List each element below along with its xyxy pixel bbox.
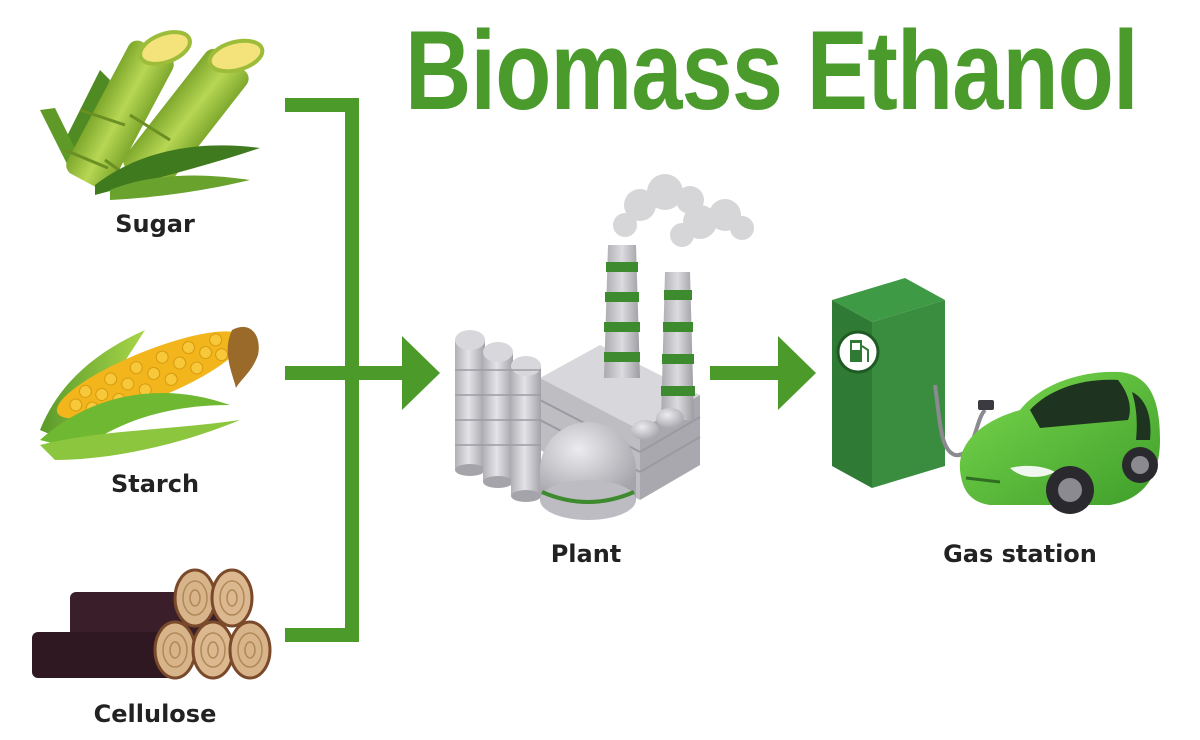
smokestack-right (661, 272, 695, 420)
connector-bus (345, 98, 359, 642)
car-icon (959, 371, 1160, 514)
gas-pump-icon (832, 278, 994, 488)
label-sugar: Sugar (115, 210, 195, 238)
flow-connectors (285, 98, 816, 642)
label-cellulose: Cellulose (93, 700, 217, 728)
diagram-title: Biomass Ethanol (405, 8, 1139, 133)
plant-icon (455, 174, 754, 520)
logs-icon (32, 568, 272, 680)
corn-icon (40, 326, 259, 460)
storage-tanks (455, 330, 541, 502)
label-plant: Plant (550, 540, 622, 568)
connector-cellulose (285, 628, 347, 642)
arrow-to-station (778, 336, 816, 410)
arrow-to-plant (402, 336, 440, 410)
smokestack-left (604, 245, 640, 378)
connector-sugar (285, 98, 347, 112)
label-gas-station: Gas station (943, 540, 1097, 568)
smoke-icon (613, 174, 754, 247)
sugar-cane-icon (40, 30, 265, 200)
connector-to-plant (359, 366, 405, 380)
connector-starch (285, 366, 347, 380)
connector-to-station (710, 366, 780, 380)
label-starch: Starch (110, 470, 200, 498)
